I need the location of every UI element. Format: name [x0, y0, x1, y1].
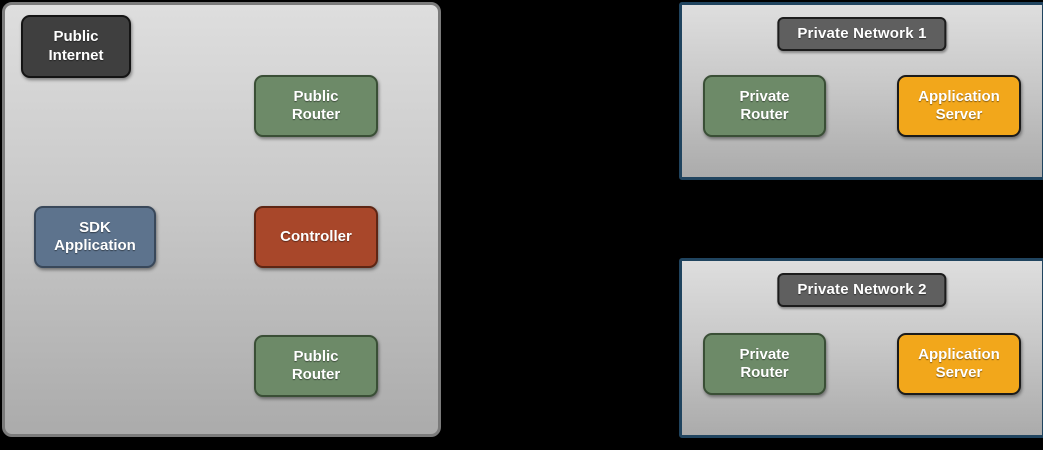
node-label: Application Server: [918, 87, 1000, 123]
private-network-2-title: Private Network 2: [777, 273, 947, 307]
node-label: Application Server: [918, 345, 1000, 381]
node-controller[interactable]: Controller: [254, 206, 378, 268]
node-label: Public Router: [291, 347, 341, 383]
node-label: Private Router: [739, 345, 790, 381]
private-network-1-title: Private Network 1: [777, 17, 947, 51]
node-private-router-2[interactable]: Private Router: [703, 333, 826, 395]
node-label: Private Router: [739, 87, 790, 123]
private-network-2-container[interactable]: Private Network 2 Private Router Applica…: [679, 258, 1043, 438]
node-sdk-application[interactable]: SDK Application: [34, 206, 156, 268]
node-public-router-1[interactable]: Public Router: [254, 75, 378, 137]
public-zone-container[interactable]: Public Internet Public Router SDK Applic…: [2, 2, 441, 437]
node-public-internet[interactable]: Public Internet: [21, 15, 131, 78]
node-application-server-2[interactable]: Application Server: [897, 333, 1021, 395]
private-network-1-container[interactable]: Private Network 1 Private Router Applica…: [679, 2, 1043, 180]
node-private-router-1[interactable]: Private Router: [703, 75, 826, 137]
node-label: Public Router: [291, 87, 341, 123]
node-application-server-1[interactable]: Application Server: [897, 75, 1021, 137]
node-label: Public Internet: [48, 28, 104, 64]
node-label: SDK Application: [54, 218, 136, 254]
node-label: Controller: [280, 227, 352, 245]
node-public-router-2[interactable]: Public Router: [254, 335, 378, 397]
